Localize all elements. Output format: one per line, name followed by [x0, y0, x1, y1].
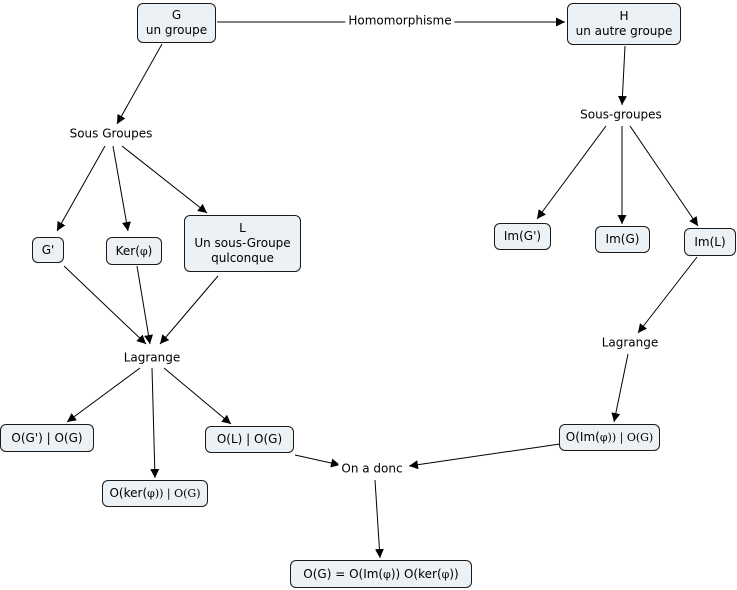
node-im-l[interactable]: Im(L) [684, 228, 736, 256]
edge-lagrange-to-ogprime [66, 367, 141, 423]
phi-symbol: φ [147, 487, 155, 500]
node-o-gprime[interactable]: O(G') | O(G) [0, 424, 94, 452]
label-on-a-donc[interactable]: On a donc [338, 461, 406, 477]
node-g[interactable]: G un groupe [137, 3, 216, 43]
node-l-line2: Un sous-Groupe [194, 236, 291, 250]
node-im-g[interactable]: Im(G) [595, 226, 650, 253]
phi-symbol: φ [383, 567, 391, 581]
node-h[interactable]: H un autre groupe [567, 3, 681, 45]
node-im-gprime[interactable]: Im(G') [494, 223, 551, 250]
node-l-line1: L [239, 221, 246, 235]
label-lagrange-right[interactable]: Lagrange [598, 335, 662, 351]
node-l[interactable]: L Un sous-Groupe qulconque [184, 215, 301, 272]
node-o-ker[interactable]: O(ker(φ)) | O(G) [102, 480, 208, 507]
edge-sous-groupes-to-gprime [56, 145, 106, 232]
edge-sous-groupes-to-l [121, 145, 208, 214]
node-o-l[interactable]: O(L) | O(G) [205, 426, 294, 453]
label-lagrange-left[interactable]: Lagrange [120, 350, 184, 366]
edge-iml-to-lagrange [637, 256, 698, 334]
node-ker-text: Ker(φ) [115, 243, 153, 258]
edge-sous-groupes-to-imgprime [536, 125, 607, 220]
edge-l-to-lagrange [159, 275, 219, 345]
node-g-prime[interactable]: G' [32, 237, 64, 263]
edge-h-to-sous-groupes [617, 45, 627, 106]
phi-symbol: φ [139, 244, 148, 258]
edge-on-a-donc-to-final [374, 479, 384, 559]
edge-oim-to-on-a-donc [408, 443, 561, 470]
edge-lagrange-to-oker [150, 367, 160, 479]
node-o-ker-text: O(ker(φ)) | O(G) [109, 486, 201, 500]
edge-sous-groupes-to-ker [112, 145, 131, 232]
edge-ker-to-lagrange [136, 265, 153, 345]
edge-lagrange-to-ol [163, 367, 232, 425]
node-ker[interactable]: Ker(φ) [106, 237, 162, 265]
node-h-line2: un autre groupe [575, 24, 673, 38]
edge-g-to-sous-groupes [116, 43, 163, 125]
edge-sous-groupes-to-iml [629, 125, 699, 227]
phi-symbol: φ [441, 567, 450, 581]
edge-lagrange-to-oim [611, 353, 629, 423]
node-final-text: O(G) = O(Im(φ)) O(ker(φ)) [303, 566, 459, 581]
node-o-im-text: O(Im(φ)) | O(G) [565, 430, 654, 444]
node-h-line1: H [619, 9, 629, 23]
label-sous-groupes-left[interactable]: Sous Groupes [66, 126, 156, 142]
label-sous-groupes-right[interactable]: Sous-groupes [577, 107, 665, 123]
edge-label-homomorphisme: Homomorphisme [345, 13, 455, 29]
node-final[interactable]: O(G) = O(Im(φ)) O(ker(φ)) [290, 560, 472, 588]
phi-symbol: φ [599, 431, 608, 444]
edge-ol-to-on-a-donc [294, 454, 341, 468]
node-l-line3: qulconque [211, 251, 274, 265]
node-o-im[interactable]: O(Im(φ)) | O(G) [559, 424, 660, 451]
edge-gprime-to-lagrange [63, 265, 147, 345]
node-g-line1: G [171, 8, 182, 22]
node-g-line2: un groupe [145, 23, 208, 37]
